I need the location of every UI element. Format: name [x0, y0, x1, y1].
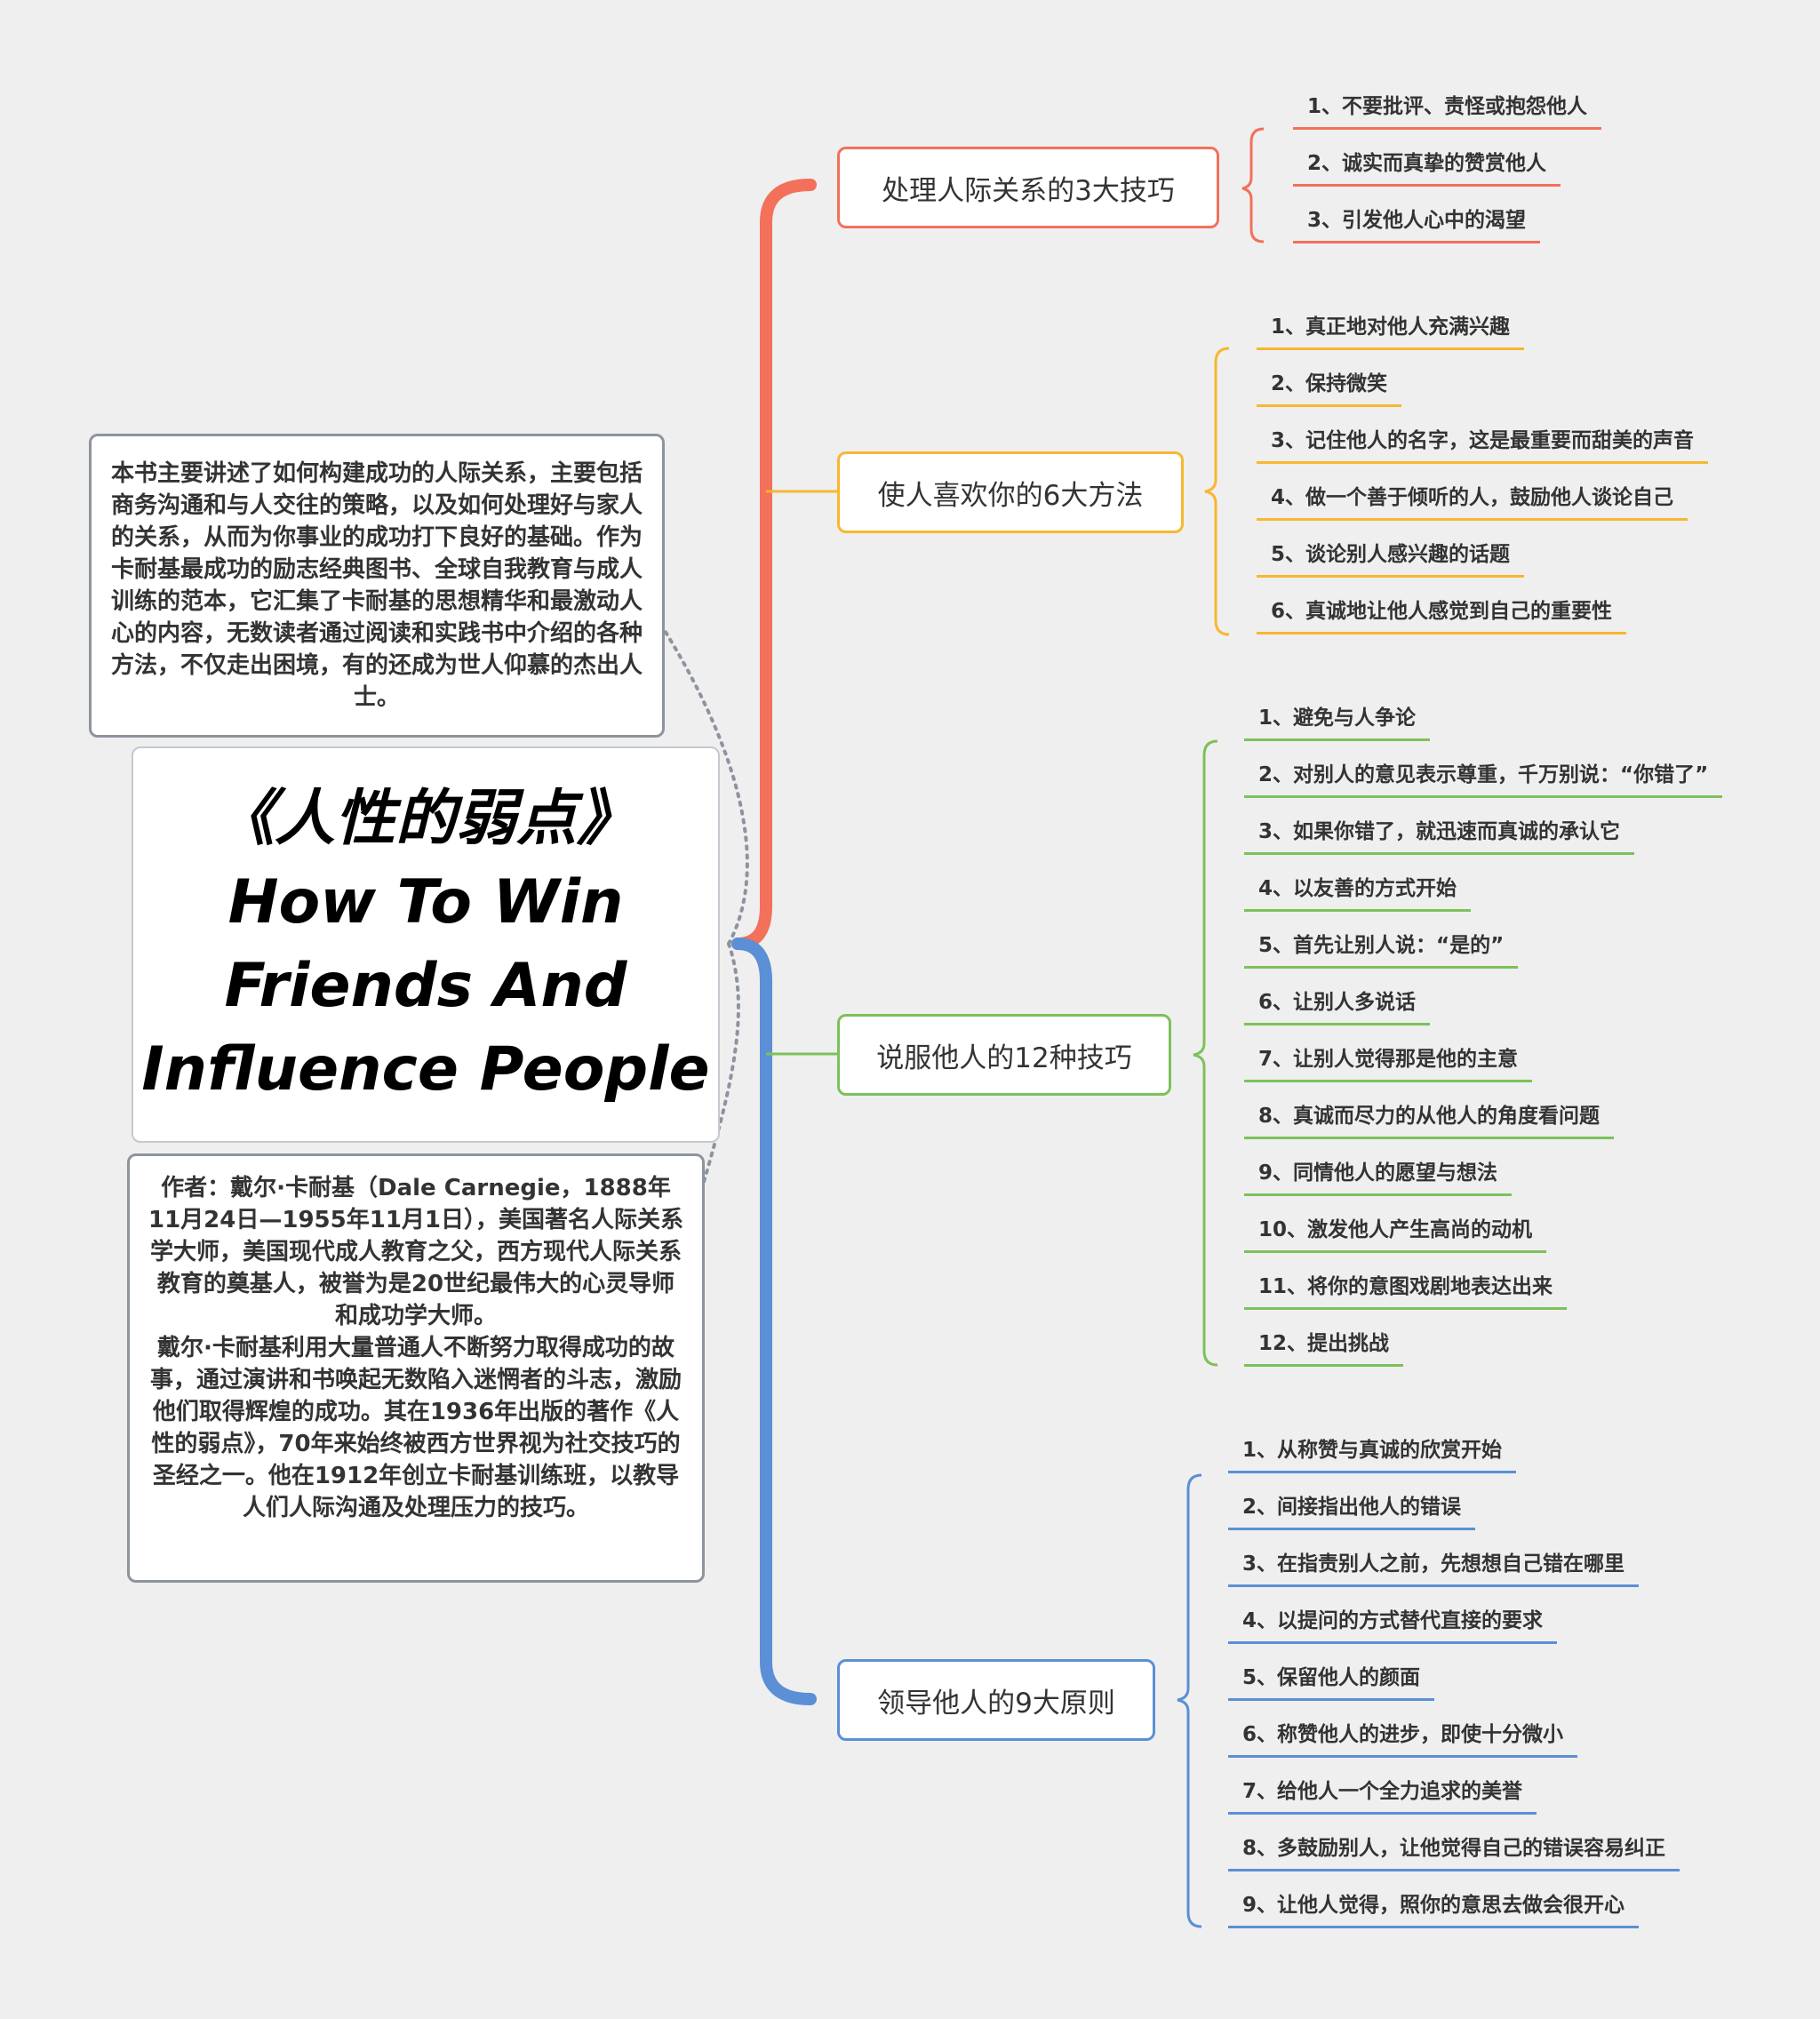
leaf-lead-7[interactable]: 7、给他人一个全力追求的美誉: [1228, 1772, 1537, 1815]
leaf-persuade-12[interactable]: 12、提出挑战: [1244, 1324, 1404, 1367]
leaf-lead-3[interactable]: 3、在指责别人之前，先想想自己错在哪里: [1228, 1544, 1640, 1587]
leaf-lead-1[interactable]: 1、从称赞与真诚的欣赏开始: [1228, 1431, 1517, 1473]
leaf-persuade-1[interactable]: 1、避免与人争论: [1244, 698, 1431, 741]
leaf-likeable-1[interactable]: 1、真正地对他人充满兴趣: [1257, 307, 1525, 350]
leaf-persuade-7[interactable]: 7、让别人觉得那是他的主意: [1244, 1040, 1533, 1082]
author-text-1: 作者：戴尔·卡耐基（Dale Carnegie，1888年11月24日—1955…: [148, 1175, 683, 1329]
leaf-relations-3[interactable]: 3、引发他人心中的渴望: [1293, 201, 1541, 243]
branch-persuade[interactable]: 说服他人的12种技巧: [837, 1014, 1171, 1096]
dotted-relation-author: [660, 942, 740, 1345]
brace-red: [1241, 127, 1265, 243]
brace-orange: [1204, 347, 1230, 636]
leaf-likeable-2[interactable]: 2、保持微笑: [1257, 364, 1402, 407]
root-topic[interactable]: 《人性的弱点》 How To Win Friends And Influence…: [132, 746, 720, 1143]
leaf-persuade-5[interactable]: 5、首先让别人说：“是的”: [1244, 926, 1519, 969]
leaf-persuade-2[interactable]: 2、对别人的意见表示尊重，千万别说：“你错了”: [1244, 755, 1723, 798]
leaf-lead-5[interactable]: 5、保留他人的颜面: [1228, 1658, 1435, 1701]
branch-label: 使人喜欢你的6大方法: [877, 479, 1144, 512]
author-text-2: 戴尔·卡耐基利用大量普通人不断努力取得成功的故事，通过演讲和书唤起无数陷入迷惘者…: [149, 1335, 682, 1521]
brace-blue: [1177, 1473, 1202, 1928]
leaf-likeable-5[interactable]: 5、谈论别人感兴趣的话题: [1257, 535, 1525, 578]
branch-label: 领导他人的9大原则: [877, 1687, 1115, 1720]
leaf-lead-9[interactable]: 9、让他人觉得，照你的意思去做会很开心: [1228, 1886, 1640, 1928]
leaf-persuade-6[interactable]: 6、让别人多说话: [1244, 983, 1431, 1025]
leaf-persuade-10[interactable]: 10、激发他人产生高尚的动机: [1244, 1210, 1547, 1253]
leaf-persuade-4[interactable]: 4、以友善的方式开始: [1244, 869, 1472, 912]
root-title-line-1: 《人性的弱点》: [213, 784, 637, 854]
leaf-lead-4[interactable]: 4、以提问的方式替代直接的要求: [1228, 1601, 1558, 1644]
leaf-relations-1[interactable]: 1、不要批评、责怪或抱怨他人: [1293, 87, 1602, 130]
leaf-persuade-9[interactable]: 9、同情他人的愿望与想法: [1244, 1153, 1513, 1196]
summary-text: 本书主要讲述了如何构建成功的人际关系，主要包括商务沟通和与人交往的策略，以及如何…: [110, 460, 643, 711]
root-title-line-3: Friends And: [224, 951, 627, 1021]
branch-label: 处理人际关系的3大技巧: [882, 174, 1175, 207]
main-connector-bottom: [731, 938, 817, 1705]
branch-relations[interactable]: 处理人际关系的3大技巧: [837, 147, 1219, 228]
branch-label: 说服他人的12种技巧: [876, 1041, 1132, 1074]
brace-green: [1193, 739, 1218, 1367]
leaf-lead-8[interactable]: 8、多鼓励别人，让他觉得自己的错误容易纠正: [1228, 1829, 1680, 1871]
leaf-persuade-8[interactable]: 8、真诚而尽力的从他人的角度看问题: [1244, 1097, 1615, 1139]
root-title-line-2: How To Win: [228, 867, 624, 938]
root-title: 《人性的弱点》 How To Win Friends And Influence…: [141, 778, 709, 1112]
branch-lead[interactable]: 领导他人的9大原则: [837, 1659, 1155, 1741]
leaf-relations-2[interactable]: 2、诚实而真挚的赞赏他人: [1293, 144, 1561, 187]
root-title-line-4: Influence People: [141, 1034, 710, 1105]
leaf-likeable-3[interactable]: 3、记住他人的名字，这是最重要而甜美的声音: [1257, 421, 1709, 464]
summary-note: 本书主要讲述了如何构建成功的人际关系，主要包括商务沟通和与人交往的策略，以及如何…: [89, 434, 665, 738]
leaf-lead-6[interactable]: 6、称赞他人的进步，即使十分微小: [1228, 1715, 1578, 1758]
branch-likeable[interactable]: 使人喜欢你的6大方法: [837, 451, 1184, 533]
main-connector-top: [731, 179, 817, 950]
author-note: 作者：戴尔·卡耐基（Dale Carnegie，1888年11月24日—1955…: [127, 1153, 705, 1583]
leaf-lead-2[interactable]: 2、间接指出他人的错误: [1228, 1488, 1476, 1530]
leaf-persuade-3[interactable]: 3、如果你错了，就迅速而真诚的承认它: [1244, 812, 1635, 855]
leaf-persuade-11[interactable]: 11、将你的意图戏剧地表达出来: [1244, 1267, 1568, 1310]
leaf-likeable-6[interactable]: 6、真诚地让他人感觉到自己的重要性: [1257, 592, 1627, 634]
leaf-likeable-4[interactable]: 4、做一个善于倾听的人，鼓励他人谈论自己: [1257, 478, 1688, 521]
dotted-relation-summary: [634, 585, 749, 946]
